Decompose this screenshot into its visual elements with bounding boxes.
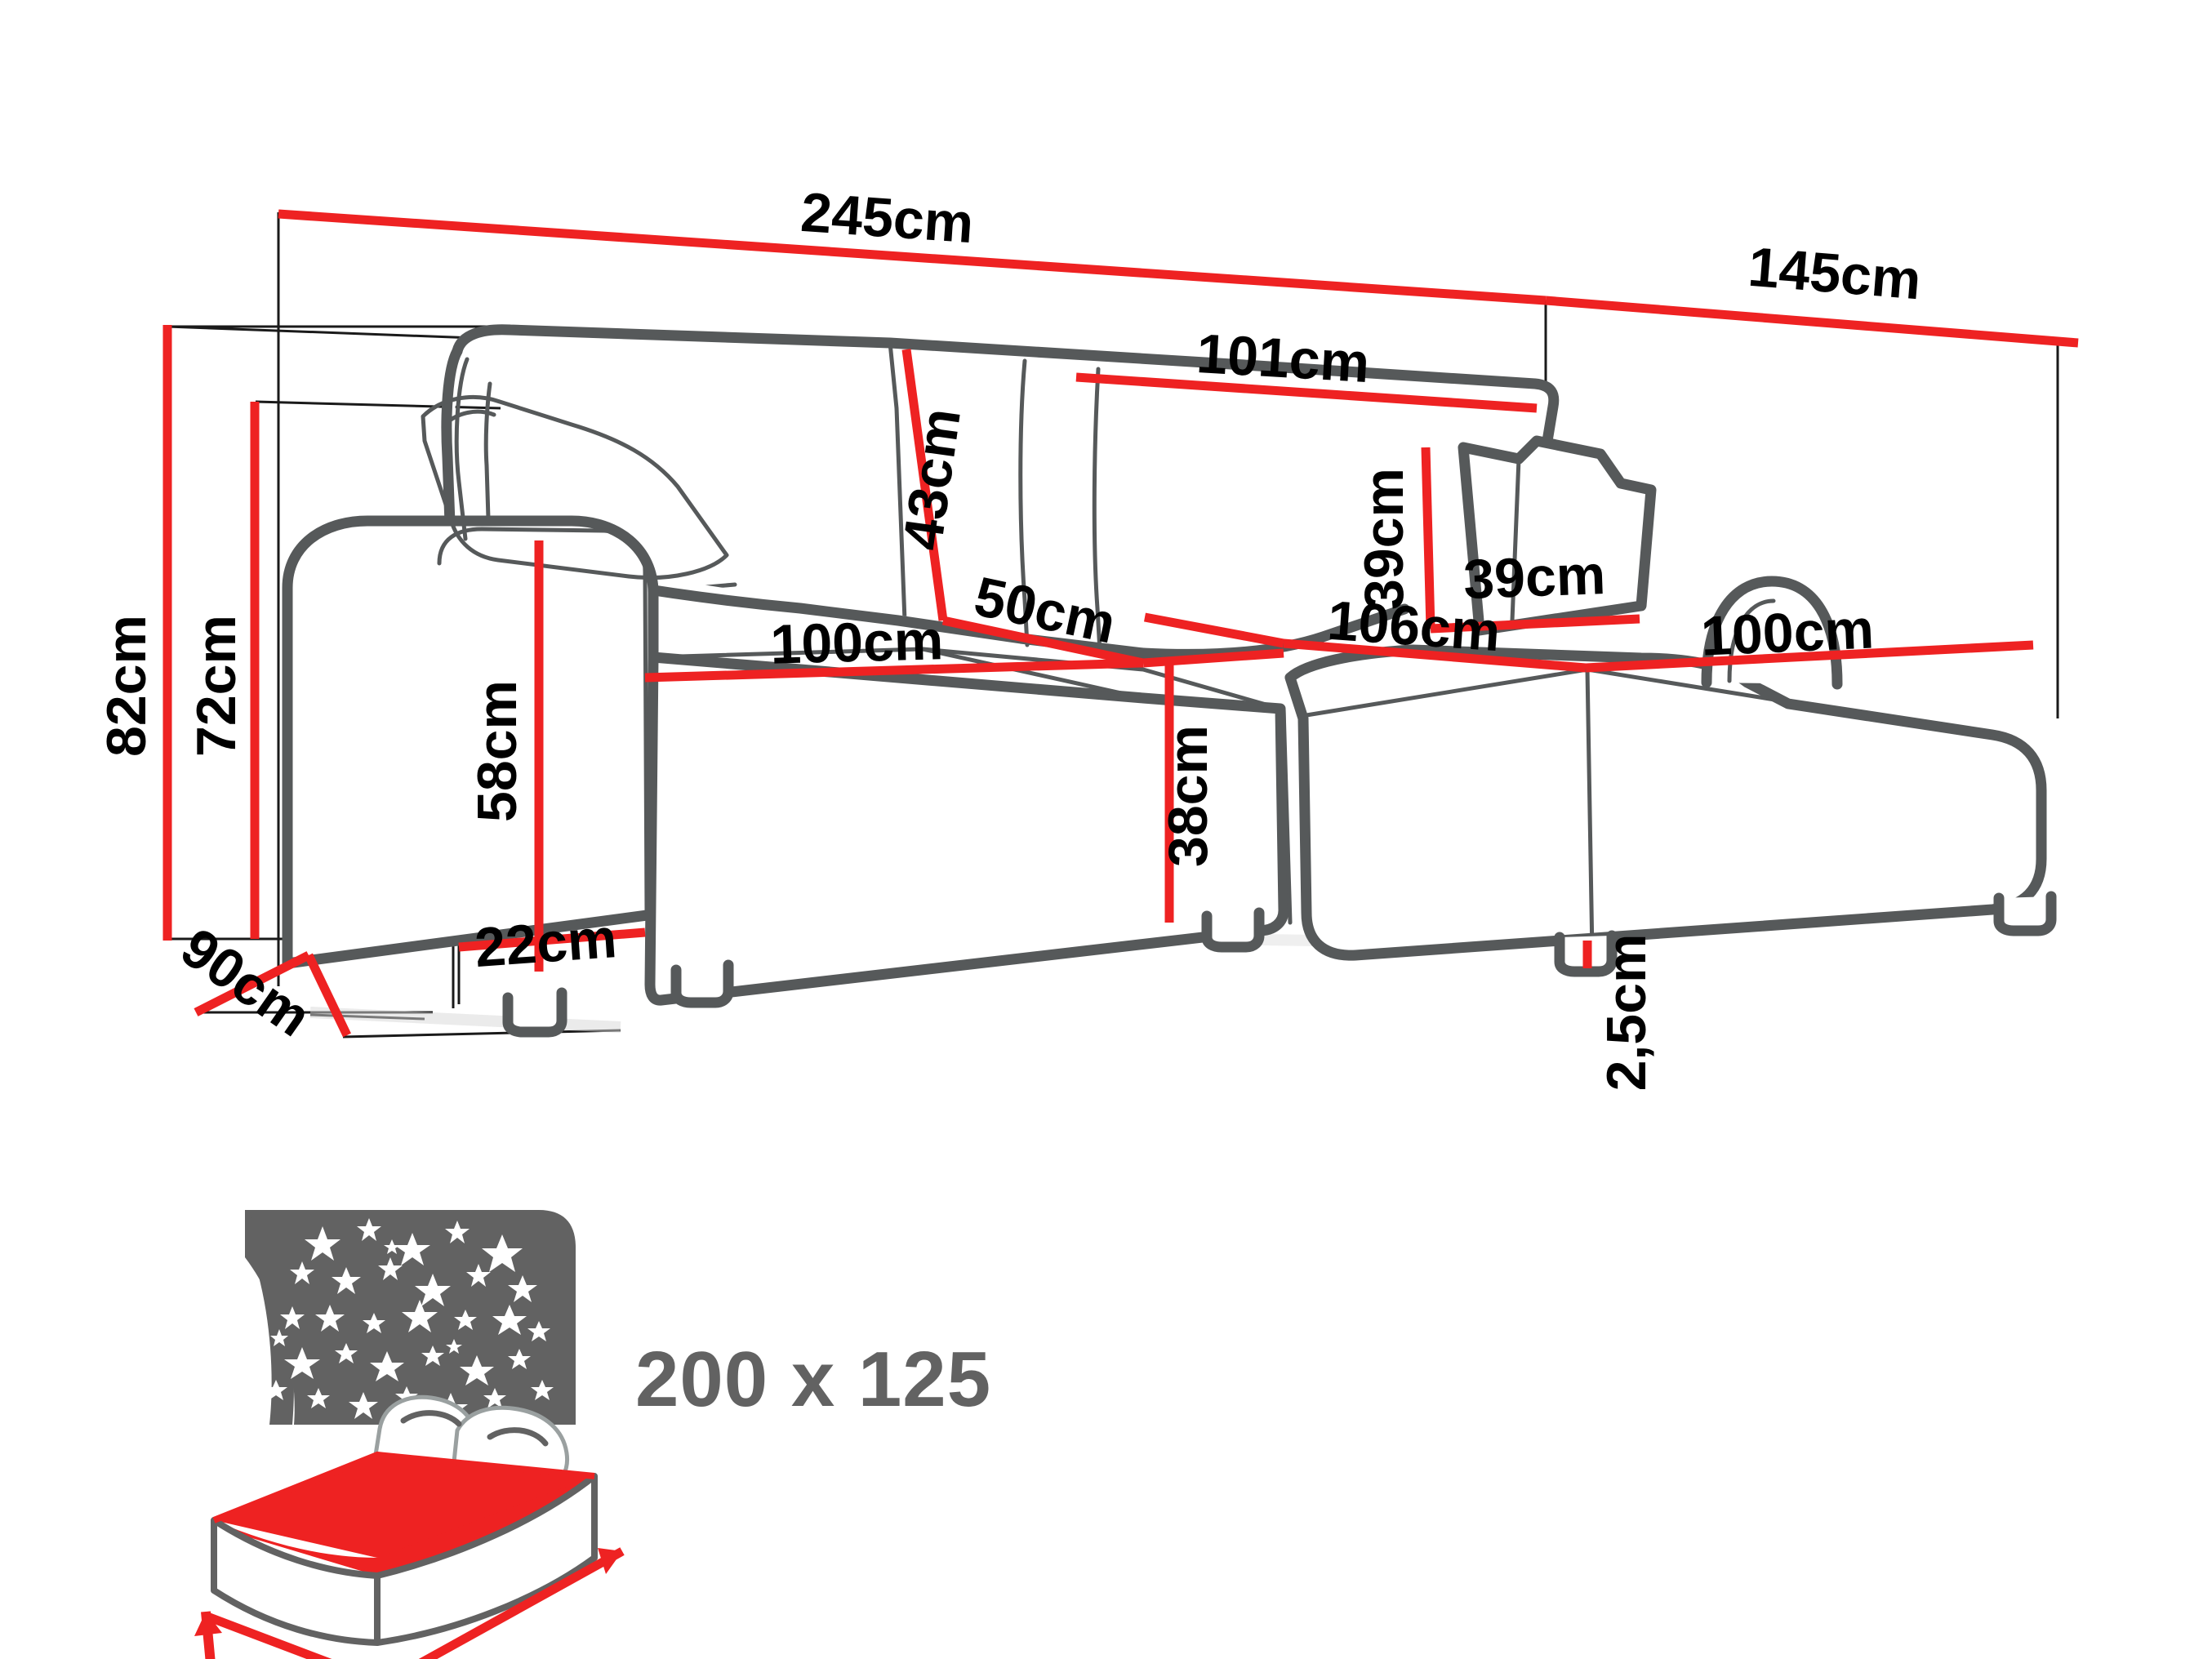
corner-seam — [1281, 706, 1293, 925]
stars — [265, 1218, 554, 1423]
foot-center — [1201, 907, 1265, 953]
dimline-50 — [941, 616, 1145, 668]
right-chaise-outer — [1284, 644, 2047, 961]
sofa-backrest-top-edge — [452, 324, 1560, 447]
back-ear-flap — [454, 357, 470, 541]
bed-dimension-arrows — [194, 1547, 625, 1659]
label-39-height: 39cm — [1353, 468, 1415, 610]
label-101: 101cm — [1195, 322, 1371, 394]
left-seat-diagonal-seam — [920, 647, 1146, 701]
sleeping-area-icon-group: 200 x 125 — [194, 1210, 991, 1659]
dimline-39-width — [1430, 614, 1640, 634]
dimline-106-a — [1143, 612, 1285, 648]
label-245: 245cm — [799, 181, 975, 255]
label-58: 58cm — [466, 680, 528, 822]
left-armrest-inner-panel — [437, 527, 649, 915]
dimension-labels: 245cm 145cm 82cm 72cm 90cm 58cm — [96, 181, 1923, 1091]
sleeping-area-label: 200 x 125 — [635, 1336, 991, 1423]
label-43: 43cm — [891, 404, 972, 554]
back-panel-seam-1 — [888, 340, 907, 623]
right-chaise-front-seam — [1585, 667, 1595, 956]
label-72: 72cm — [185, 615, 247, 757]
back-pillow-left-fold — [443, 409, 496, 427]
throw-pillow-right-seam — [1510, 456, 1521, 623]
dimline-90-a — [194, 951, 311, 1016]
dimline-101 — [1075, 372, 1538, 413]
night-sky-backdrop — [245, 1210, 576, 1425]
dimline-145 — [1545, 296, 2079, 348]
bed-mattress — [211, 1451, 598, 1646]
dimline-22 — [458, 927, 646, 952]
dimline-100-left-b — [1142, 648, 1284, 668]
dimline-43 — [901, 349, 948, 621]
label-106: 106cm — [1325, 589, 1502, 664]
back-panel-seam-3 — [1092, 367, 1102, 654]
dimension-lines — [162, 209, 2079, 1038]
left-seat-top-plane — [651, 647, 1283, 711]
dimline-106-b — [1283, 638, 1587, 673]
dimline-100-left — [644, 658, 1144, 683]
label-145: 145cm — [1746, 236, 1923, 312]
label-38: 38cm — [1157, 725, 1219, 867]
dimline-39-height — [1421, 447, 1435, 629]
label-100-right: 100cm — [1700, 598, 1876, 667]
back-panel-seam-2 — [1018, 358, 1030, 647]
foot-front-left — [502, 987, 567, 1038]
back-pillow-left — [421, 395, 729, 580]
label-2-5: 2,5cm — [1596, 934, 1658, 1092]
label-50: 50cm — [969, 565, 1121, 655]
label-22: 22cm — [473, 907, 619, 979]
dimline-245 — [278, 209, 1547, 305]
foot-front-left-2 — [670, 959, 734, 1008]
foot-chaise-right — [1993, 891, 2057, 936]
label-39-width: 39cm — [1462, 544, 1606, 611]
dimline-100-right — [1585, 640, 2034, 673]
label-100-left: 100cm — [770, 609, 945, 676]
label-82: 82cm — [96, 615, 158, 757]
dimline-90-b — [305, 953, 351, 1038]
